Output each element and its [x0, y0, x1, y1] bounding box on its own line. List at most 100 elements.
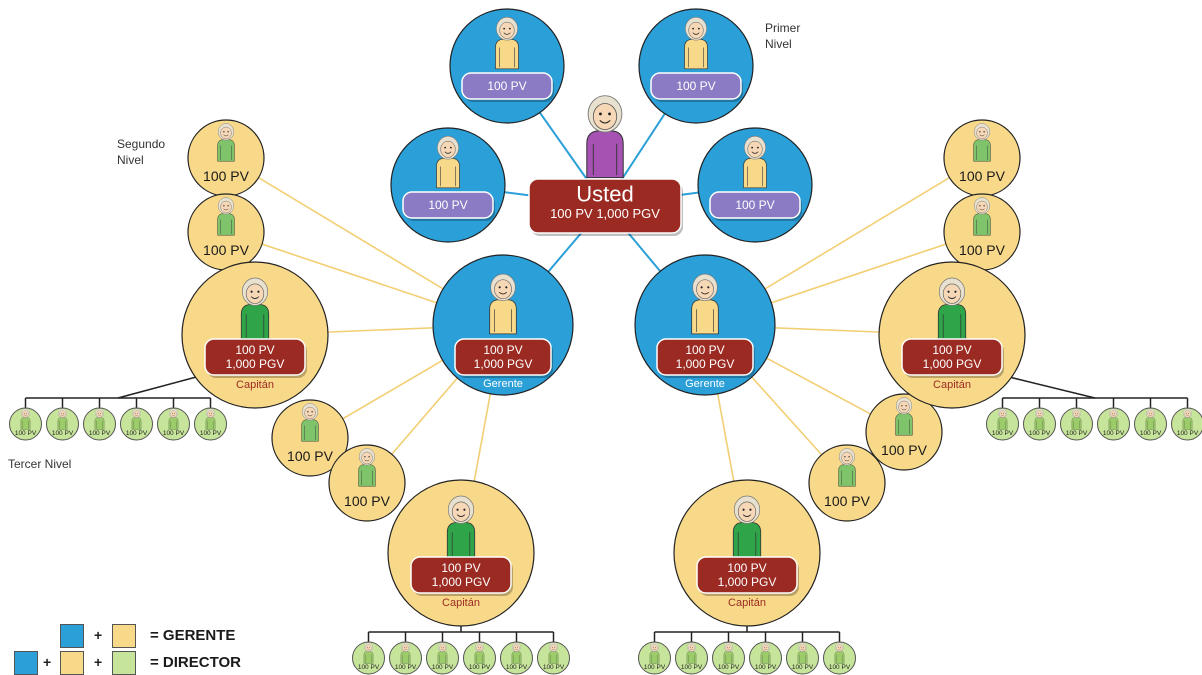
- tag-text: 100 PV: [932, 343, 971, 357]
- person-face: [451, 501, 471, 522]
- person-eye: [979, 131, 981, 133]
- person-smile: [690, 648, 693, 650]
- person-smile: [742, 514, 752, 517]
- third-level-node: 100 PV: [46, 407, 79, 441]
- person-body: [511, 651, 522, 664]
- person-body: [301, 419, 319, 442]
- gerente-tag: 100 PV1,000 PGV: [656, 338, 755, 378]
- third-level-label: 100 PV: [1177, 430, 1199, 437]
- person-smile: [838, 648, 841, 650]
- first-level-node: [449, 8, 565, 124]
- person-eye: [608, 112, 611, 116]
- person-eye: [26, 412, 28, 414]
- person-eye: [554, 646, 556, 648]
- person-icon: [489, 273, 517, 335]
- person-eye: [803, 646, 805, 648]
- person-eye: [443, 646, 445, 648]
- person-eye: [983, 205, 985, 207]
- person-icon: [301, 403, 319, 442]
- person-smile: [552, 648, 555, 650]
- person-face: [1110, 410, 1117, 418]
- person-body: [131, 417, 142, 430]
- first-level-tag: 100 PV: [402, 191, 495, 221]
- label-segundo-nivel: Segundo Nivel: [117, 137, 166, 167]
- person-eye: [97, 412, 99, 414]
- person-eye: [729, 646, 731, 648]
- person-icon: [400, 642, 411, 664]
- person-icon: [834, 642, 845, 664]
- person-smile: [947, 296, 957, 299]
- person-eye: [1111, 412, 1113, 414]
- person-face: [651, 644, 658, 652]
- person-eye: [551, 646, 553, 648]
- person-eye: [406, 646, 408, 648]
- second-level-node: 100 PV: [187, 193, 265, 271]
- person-eye: [692, 27, 695, 30]
- person-body: [1182, 417, 1193, 430]
- legend-green-square: [112, 651, 136, 675]
- second-level-label: 100 PV: [959, 242, 1006, 258]
- third-level-node: 100 PV: [675, 641, 708, 675]
- tag-text: 100 PV: [483, 343, 522, 357]
- label-tercer-nivel: Tercer Nivel: [8, 457, 72, 471]
- third-level-label: 100 PV: [1103, 430, 1125, 437]
- person-eye: [742, 508, 745, 511]
- first-level-tag: 100 PV: [650, 72, 743, 102]
- person-face: [499, 21, 515, 39]
- person-eye: [766, 646, 768, 648]
- person-body: [358, 464, 376, 487]
- legend-yellow-square: [112, 624, 136, 648]
- person-eye: [840, 646, 842, 648]
- person-eye: [1185, 412, 1187, 414]
- person-eye: [1151, 412, 1153, 414]
- person-eye: [1003, 412, 1005, 414]
- third-level-label: 100 PV: [1066, 430, 1088, 437]
- person-icon: [363, 642, 374, 664]
- person-eye: [1148, 412, 1150, 414]
- tag-box: [656, 338, 754, 376]
- person-eye: [848, 456, 850, 458]
- person-icon: [686, 642, 697, 664]
- person-smile: [444, 151, 452, 154]
- tag-text: 100 PV: [235, 343, 274, 357]
- third-level-label: 100 PV: [89, 430, 111, 437]
- bracket-stem: [1004, 375, 1096, 399]
- third-level-label: 100 PV: [992, 430, 1014, 437]
- person-eye: [134, 412, 136, 414]
- person-icon: [997, 408, 1008, 430]
- person-face: [1073, 410, 1080, 418]
- person-eye: [756, 146, 759, 149]
- person-smile: [441, 648, 444, 650]
- person-icon: [217, 197, 235, 236]
- person-smile: [209, 414, 212, 416]
- person-eye: [137, 412, 139, 414]
- person-icon: [446, 495, 476, 559]
- person-smile: [844, 459, 850, 462]
- person-eye: [751, 146, 754, 149]
- person-eye: [1037, 412, 1039, 414]
- person-body: [489, 299, 517, 335]
- person-eye: [800, 646, 802, 648]
- person-face: [550, 644, 557, 652]
- third-level-label: 100 PV: [126, 430, 148, 437]
- capitan-role-label: Capitán: [442, 597, 480, 609]
- legend-blue-square: [14, 651, 38, 675]
- person-face: [476, 644, 483, 652]
- person-body: [363, 651, 374, 664]
- person-eye: [517, 646, 519, 648]
- person-eye: [171, 412, 173, 414]
- person-smile: [1075, 414, 1078, 416]
- person-icon: [1145, 408, 1156, 430]
- legend-plus: +: [43, 654, 52, 670]
- person-smile: [1149, 414, 1152, 416]
- tag-text: 100 PV: [727, 561, 766, 575]
- person-icon: [1108, 408, 1119, 430]
- person-face: [1147, 410, 1154, 418]
- third-level-node: 100 PV: [463, 641, 496, 675]
- person-face: [96, 410, 103, 418]
- person-body: [937, 304, 967, 341]
- third-level-label: 100 PV: [1029, 430, 1051, 437]
- tag-box: [204, 338, 306, 376]
- person-eye: [692, 646, 694, 648]
